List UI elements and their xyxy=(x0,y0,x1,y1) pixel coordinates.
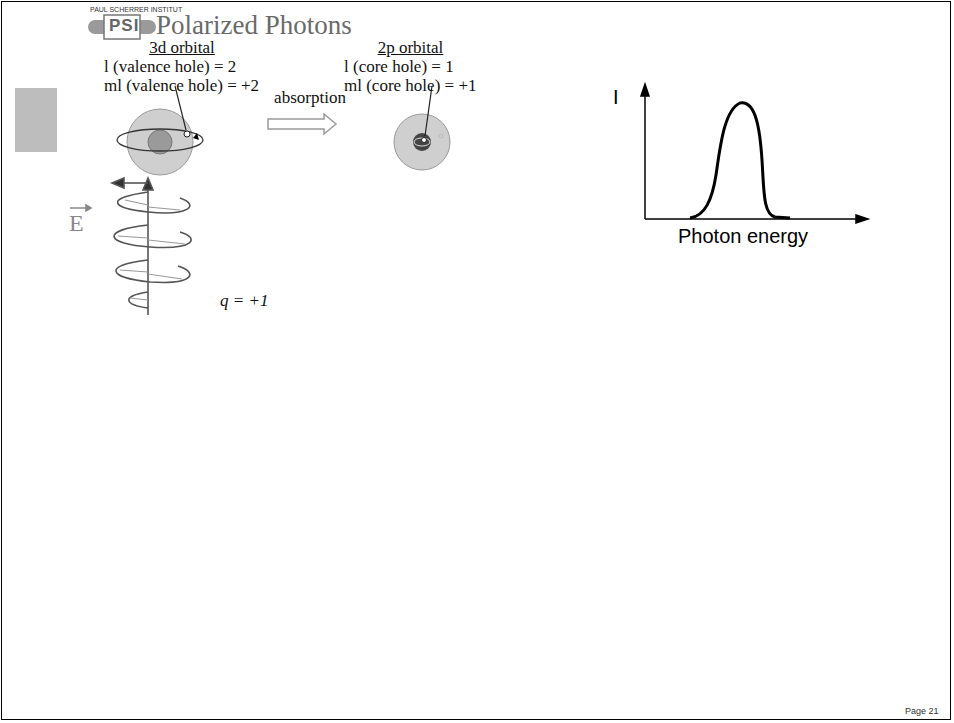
field-symbol: E xyxy=(69,210,84,237)
helicity-label: q = +1 xyxy=(220,291,268,311)
atom-figure xyxy=(362,97,482,187)
logo-text: PSI xyxy=(109,16,139,36)
page-number: Page 21 xyxy=(905,706,939,716)
atom-figure xyxy=(100,97,220,187)
block-arrow xyxy=(268,114,336,134)
leader-line xyxy=(175,86,186,130)
orbit-arrow xyxy=(193,133,199,140)
faint-electron xyxy=(439,134,443,138)
core-hole xyxy=(422,138,427,143)
axis-label: Photon energy xyxy=(678,225,808,248)
axis-label: I xyxy=(613,86,619,109)
orbit xyxy=(414,138,430,146)
slide-title: Polarized Photons xyxy=(156,10,352,41)
atom-shell xyxy=(394,114,450,170)
logo-box xyxy=(104,15,140,39)
leader-line xyxy=(425,86,432,136)
quantum-number: ml (core hole) = +1 xyxy=(344,76,477,95)
field-vectors xyxy=(118,200,185,300)
institute-name: PAUL SCHERRER INSTITUT xyxy=(90,6,182,13)
nucleus xyxy=(413,133,431,151)
orbital-heading: 3d orbital xyxy=(104,38,260,57)
valence-hole xyxy=(184,131,190,137)
quantum-number: l (valence hole) = 2 xyxy=(104,57,260,76)
side-block xyxy=(15,88,57,152)
quantum-number: l (core hole) = 1 xyxy=(344,57,477,76)
orbital-node: 3d orbitall (valence hole) = 2ml (valenc… xyxy=(100,38,264,180)
orbital-node: 2p orbitall (core hole) = 1ml (core hole… xyxy=(340,38,481,180)
orbit xyxy=(117,129,203,151)
spectrum-graph xyxy=(641,84,868,223)
quantum-number: ml (valence hole) = +2 xyxy=(104,76,260,95)
polarization-helix xyxy=(112,178,191,315)
orbital-heading: 2p orbital xyxy=(344,38,477,57)
edge-label: absorption xyxy=(274,88,346,108)
